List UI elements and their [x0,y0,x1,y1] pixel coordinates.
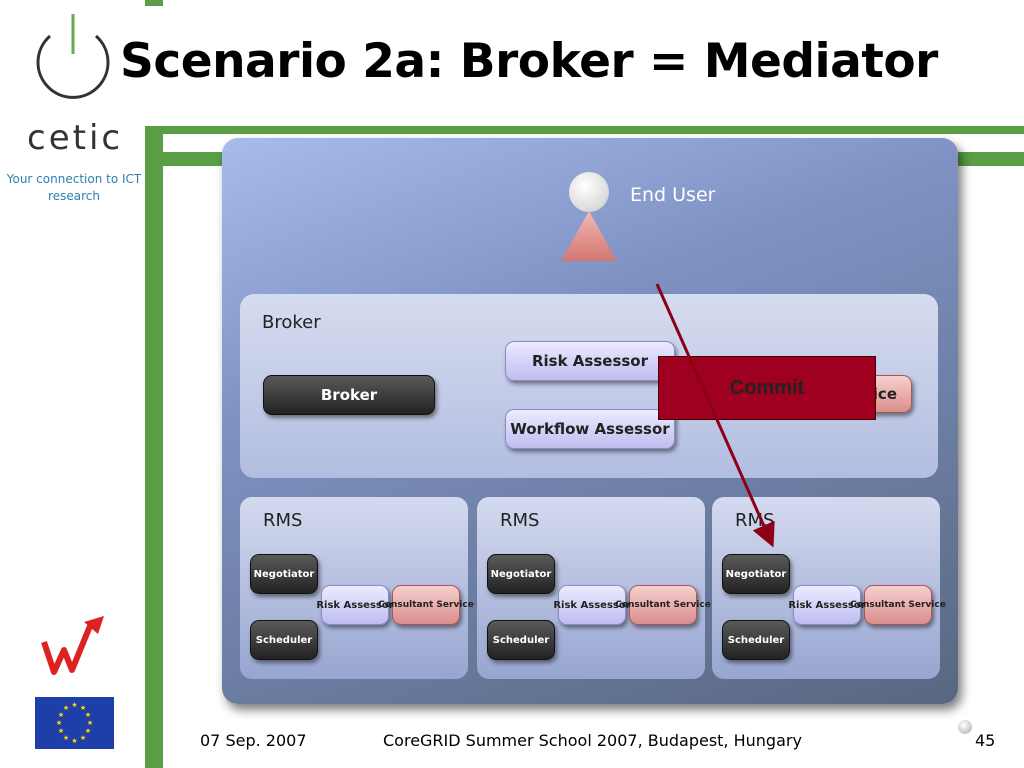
workflow-assessor-box: Workflow Assessor [505,409,675,449]
broker-area-label: Broker [262,312,321,333]
svg-text:★: ★ [63,734,69,742]
w-logo-icon [41,616,104,675]
svg-text:★: ★ [58,711,64,719]
svg-text:★: ★ [87,719,93,727]
svg-text:★: ★ [58,727,64,735]
logo-word: cetic [27,118,124,158]
logo-tagline: Your connection to ICT research [6,172,142,203]
broker-button: Broker [263,375,435,415]
rms-consultant-service-box-3: Consultant Service [850,585,946,625]
rms-risk-assessor-box-3: Risk Assessor [788,585,866,625]
rms-consultant-service-box-1: Consultant Service [378,585,474,625]
slide-title: Scenario 2a: Broker = Mediator [120,34,938,89]
negotiator-box-2: Negotiator [487,554,555,594]
svg-text:★: ★ [63,704,69,712]
end-user-label: End User [630,184,716,206]
rms-label-3: RMS [735,510,775,531]
svg-text:★: ★ [56,719,62,727]
footer-event: CoreGRID Summer School 2007, Budapest, H… [383,731,802,750]
page-number: 45 [975,731,996,750]
rms-risk-assessor-box-2: Risk Assessor [553,585,631,625]
frame-horizontal-line [145,126,1024,134]
rms-label-1: RMS [263,510,303,531]
eu-flag-icon: ★★★ ★★★ ★★★ ★★★ [35,697,114,749]
svg-text:★: ★ [71,737,77,745]
risk-assessor-box: Risk Assessor [505,341,675,381]
svg-text:★: ★ [85,711,91,719]
footer-date: 07 Sep. 2007 [200,731,307,750]
svg-text:★: ★ [80,734,86,742]
bullet-icon [958,720,972,734]
scheduler-box-2: Scheduler [487,620,555,660]
scheduler-box-1: Scheduler [250,620,318,660]
frame-vertical-line [145,126,163,768]
rms-risk-assessor-box-1: Risk Assessor [316,585,394,625]
cetic-logo-icon [36,14,110,99]
commit-box: Commit [658,356,876,420]
negotiator-box-3: Negotiator [722,554,790,594]
rms-consultant-service-box-2: Consultant Service [615,585,711,625]
user-head-icon [569,172,609,212]
frame-top-stub [145,0,163,6]
negotiator-box-1: Negotiator [250,554,318,594]
svg-text:★: ★ [85,727,91,735]
svg-text:★: ★ [80,704,86,712]
scheduler-box-3: Scheduler [722,620,790,660]
rms-label-2: RMS [500,510,540,531]
svg-text:★: ★ [71,701,77,709]
